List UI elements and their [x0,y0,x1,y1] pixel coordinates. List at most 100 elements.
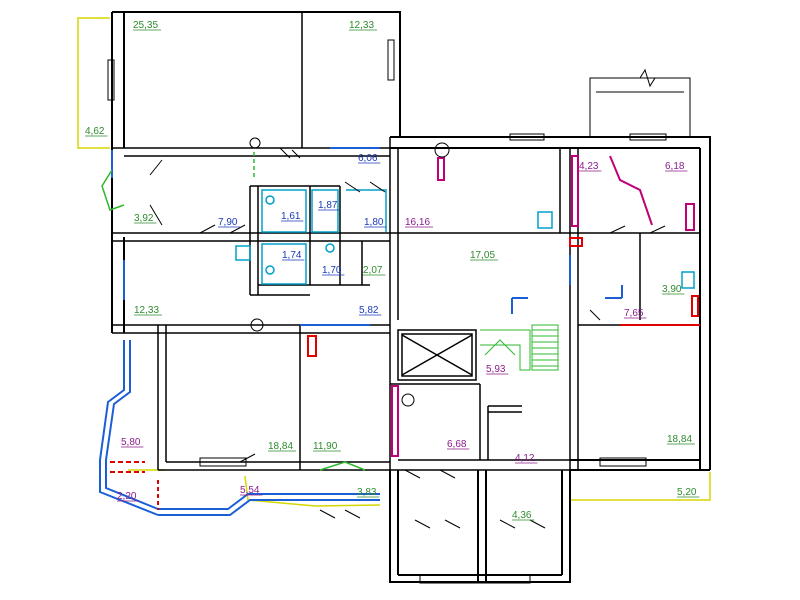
partitions [110,155,700,510]
entrance-doors [101,152,366,471]
window-strip-6 [107,59,115,101]
door-swings [149,137,666,529]
balconies [77,17,711,507]
room-area-label-r-16-16: 16,16 [405,217,430,228]
door-9 [239,225,666,463]
glazing [99,147,623,516]
room-area-label-r-6-18: 6,18 [665,161,685,172]
entrance-bottom [319,461,366,471]
room-area-label-r-3-90: 3,90 [662,284,682,295]
door-4 [344,181,386,193]
red-sq [569,237,583,247]
room-area-label-r-5-54: 5,54 [240,485,260,496]
outer-walls [111,11,711,583]
window-strip-5 [419,574,531,584]
balcony-left-top [77,17,110,149]
room-area-label-r-5-80: 5,80 [121,437,141,448]
wall-top-right [390,136,711,470]
room-area-label-r-17-05: 17,05 [470,250,495,261]
curved-partition [609,155,653,226]
hatched-wall-1 [571,155,579,227]
bay-outline [589,77,691,137]
room-area-label-r-1-61: 1,61 [281,211,301,222]
stair-shaft [397,329,477,381]
stair-x-2 [401,334,473,376]
toilet-3 [325,243,335,253]
door-8 [589,225,626,321]
wc-1-61 [261,189,307,233]
toilet-2 [265,265,275,275]
toilet-1 [265,195,275,205]
break-mark [600,68,690,88]
sink-1 [235,245,251,261]
balcony-bottom-center [244,475,381,507]
bottom-window [158,499,380,516]
window-strip-3 [509,133,545,141]
room-area-label-r-1-80: 1,80 [364,217,384,228]
room-area-label-r-5-20: 5,20 [677,487,697,498]
stair-arrow [484,339,516,356]
wall-annex [389,470,571,583]
bay-projection [589,68,691,137]
room-area-label-r-4-62: 4,62 [85,126,105,137]
pink-col [437,157,445,181]
bay-window-left [99,340,159,516]
hatched-wall-2 [685,203,695,231]
red-wc [691,295,699,317]
room-area-label-r-11-90: 11,90 [313,441,338,452]
balcony-right-bottom [570,472,711,501]
column-2 [434,142,450,158]
room-area-label-r-25-35: 25,35 [133,20,158,31]
door-1 [279,147,301,159]
room-area-label-r-3-83: 3,83 [357,487,377,498]
bottom-window-inner [158,493,380,510]
door-3 [199,224,246,234]
window-strip-2 [599,457,647,467]
room-area-label-r-2-07: 2,07 [363,265,383,276]
door-6 [414,519,461,529]
room-area-label-r-6-68: 6,68 [447,439,467,450]
room-area-label-r-5-82: 5,82 [359,305,379,316]
room-area-label-r-5-93: 5,93 [486,364,506,375]
stairs [480,324,559,371]
room-area-label-r-12-33-mid: 12,33 [134,305,159,316]
window-strip-4 [629,133,667,141]
sink-2 [537,211,553,229]
room-area-label-r-4-36: 4,36 [512,510,532,521]
window-strips [107,39,667,584]
window-strip-7 [387,39,395,81]
room-area-label-r-6-06: 6,06 [358,153,378,164]
room-area-label-r-7-65: 7,65 [624,308,644,319]
column-4 [401,393,415,407]
room-area-label-r-1-87: 1,87 [318,200,338,211]
hatched-wall-3 [391,385,399,457]
wc-1-87 [311,189,339,233]
room-area-label-r-2-20: 2,20 [117,491,137,502]
door-7 [499,519,546,529]
room-area-label-r-4-23: 4,23 [579,161,599,172]
wc-3-90 [681,271,695,289]
room-area-label-r-4-12: 4,12 [515,453,535,464]
window-strip-1 [199,457,247,467]
room-area-label-r-1-70: 1,70 [322,265,342,276]
room-labels: 25,35 12,33 4,62 6,06 4,23 6,18 3,92 7,90 1,61 1,… [85,20,700,521]
room-area-label-r-1-74: 1,74 [282,250,302,261]
plumbing [235,189,695,289]
room-area-label-r-18-84-left: 18,84 [268,441,293,452]
interior-walls [112,12,700,471]
wc-1-74 [261,243,307,285]
room-area-label-r-18-84-right: 18,84 [667,434,692,445]
room-area-label-r-7-90: 7,90 [218,217,238,228]
door-10 [319,509,361,519]
room-area-label-r-3-92: 3,92 [134,213,154,224]
column-1 [249,137,261,149]
stair-shaft-inner [401,333,473,377]
room-area-label-r-12-33-top: 12,33 [349,20,374,31]
red-box [307,335,317,357]
door-5 [404,469,456,479]
bay-window-left-inner [105,340,159,510]
door-2 [149,159,163,226]
entrance-left [101,169,125,211]
stair-landing [480,329,531,371]
